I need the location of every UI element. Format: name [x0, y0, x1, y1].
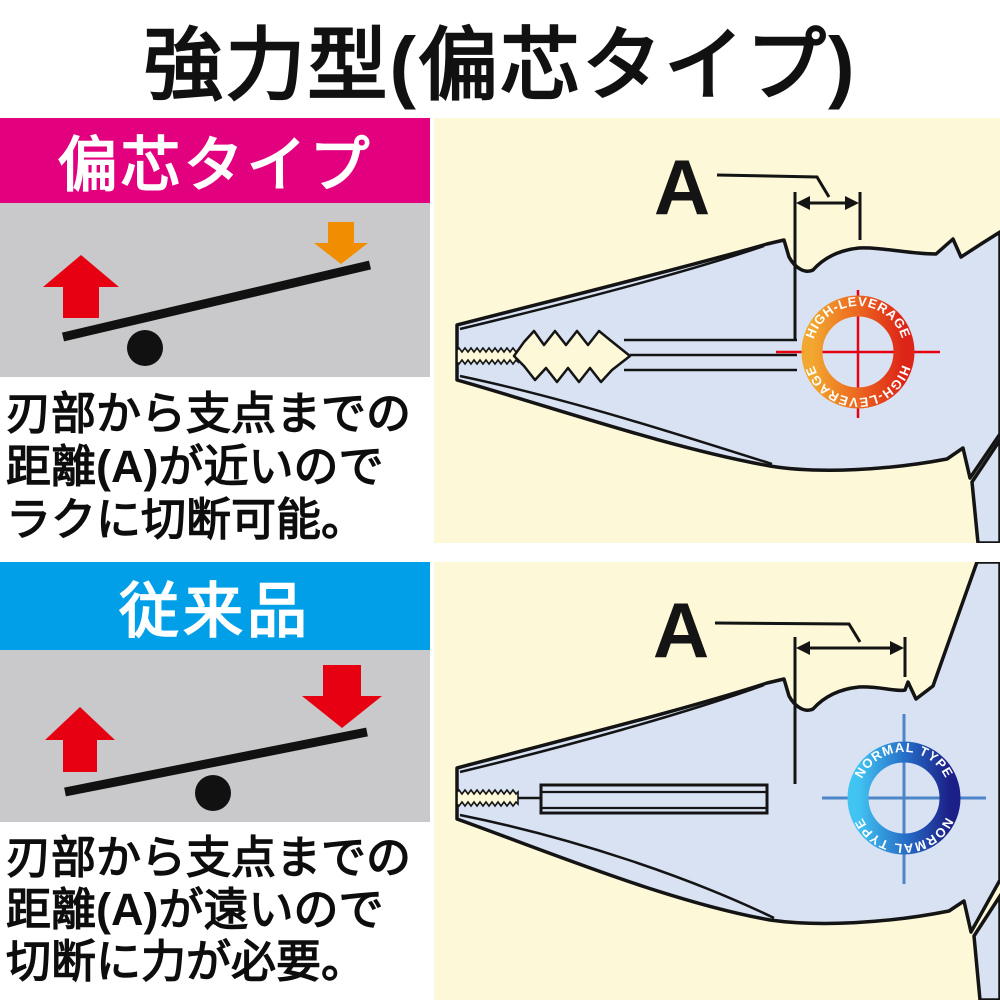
seesaw-diagram-eccentric [43, 222, 372, 366]
fulcrum-icon [127, 330, 163, 366]
upper-jaw-chamfer-line [459, 244, 765, 331]
conventional-seesaw-box [0, 650, 430, 822]
lever-line [61, 260, 372, 342]
cutter-edge-lines [624, 338, 797, 372]
dimension-arrow-icon [796, 641, 904, 655]
up-arrow-icon [43, 255, 119, 318]
description-line: 距離(A)が近いので [6, 441, 384, 492]
lower-handle-band [972, 892, 1000, 1000]
lower-handle-band [970, 436, 1000, 543]
dimension-arrow-icon [796, 196, 859, 210]
leader-line [714, 621, 862, 643]
page-title: 強力型(偏芯タイプ) [143, 21, 857, 110]
eccentric-header: 偏芯タイプ [0, 118, 430, 203]
pliers-illustration-high-leverage: HIGH-LEVERAGE HIGH-LEVERAGE A [455, 143, 1000, 543]
normal-type-badge-ring [847, 741, 961, 855]
panel-conventional-type: 従来品 刃部から支点までの 距離(A)が遠いので 切断に力が必要。 [0, 562, 1000, 1000]
leader-line [716, 173, 831, 198]
down-arrow-icon [302, 665, 382, 728]
pliers-head-outline [455, 562, 1000, 934]
lower-jaw-chamfer-line [459, 813, 775, 920]
eccentric-description: 刃部から支点までの 距離(A)が近いので ラクに切断可能。 [0, 377, 430, 546]
high-leverage-badge-ring [801, 295, 915, 409]
eccentric-illustration-panel: HIGH-LEVERAGE HIGH-LEVERAGE A [434, 118, 1000, 543]
conventional-left-column: 従来品 刃部から支点までの 距離(A)が遠いので 切断に力が必要。 [0, 562, 430, 1000]
upper-jaw-chamfer-line [459, 683, 765, 774]
dimension-label: A [654, 143, 710, 231]
up-arrow-icon [45, 707, 115, 772]
seesaw-diagram-conventional [45, 665, 382, 811]
down-arrow-icon [314, 222, 368, 264]
title-bar: 強力型(偏芯タイプ) [0, 0, 1000, 118]
fulcrum-icon [195, 775, 231, 811]
conventional-header: 従来品 [0, 562, 430, 650]
panel-eccentric-type: 偏芯タイプ 刃部から支点までの 距離(A)が近いので ラクに切断可能。 [0, 118, 1000, 546]
eccentric-seesaw-box [0, 203, 430, 377]
conventional-description: 刃部から支点までの 距離(A)が遠いので 切断に力が必要。 [0, 822, 430, 988]
dimension-annotation: A [653, 586, 907, 784]
description-line: 切断に力が必要。 [6, 936, 367, 987]
description-line: 距離(A)が遠いので [6, 884, 384, 935]
pliers-illustration-normal-type: NORMAL TYPE NORMAL TYPE A [455, 562, 1000, 1000]
conventional-illustration-panel: NORMAL TYPE NORMAL TYPE A [434, 562, 1000, 1000]
lower-jaw-chamfer-line [459, 374, 773, 466]
lever-line [64, 727, 368, 797]
description-line: ラクに切断可能。 [6, 494, 367, 545]
eccentric-left-column: 偏芯タイプ 刃部から支点までの 距離(A)が近いので ラクに切断可能。 [0, 118, 430, 546]
conventional-header-label: 従来品 [119, 577, 311, 645]
eccentric-header-label: 偏芯タイプ [57, 132, 373, 199]
joint-plate [539, 783, 769, 815]
dimension-label: A [653, 586, 709, 674]
description-line: 刃部から支点までの [6, 832, 412, 883]
dimension-annotation: A [654, 143, 862, 340]
tip-serrations [456, 346, 519, 366]
tip-serrations [456, 788, 519, 808]
description-line: 刃部から支点までの [6, 388, 412, 439]
